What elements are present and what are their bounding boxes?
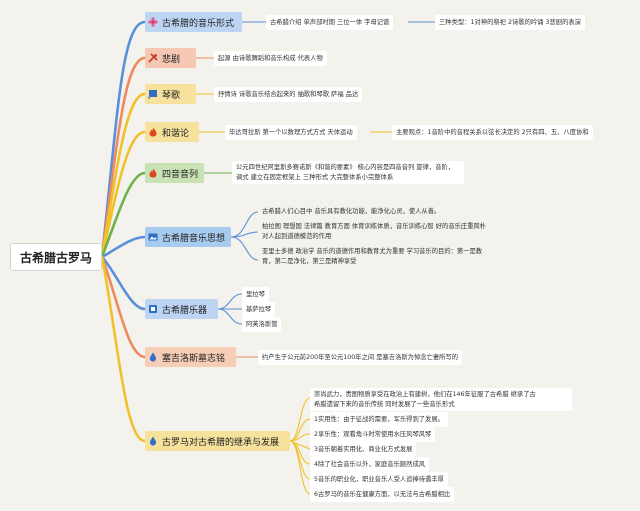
branch-label: 古希腊的音乐形式	[162, 18, 235, 29]
sub-line-6c	[217, 308, 243, 325]
connector-branch-5	[100, 235, 147, 259]
sub-line-8-2	[289, 433, 311, 442]
root-node[interactable]: 古希腊古罗马	[10, 243, 102, 271]
connector-branch-8	[100, 255, 147, 443]
leaf-greek-intro[interactable]: 古希腊介绍 单声部时期 三位一体 字母记谱	[266, 15, 394, 30]
branch-music-forms[interactable]: 古希腊的音乐形式	[145, 12, 242, 32]
flag-icon	[148, 90, 157, 99]
droplet-icon	[150, 352, 156, 362]
leaf-three-types[interactable]: 三种类型：1对神的祭祀 2诗歌的吟诵 3悲剧的表演	[435, 15, 585, 30]
leaf-aristoxenus[interactable]: 公元四世纪阿里斯多赛诺斯《和谐的要素》 核心内容是四音音列 旋律，音阶， 调式 …	[232, 161, 464, 184]
leaf-lyra[interactable]: 里拉琴	[242, 287, 269, 302]
leaf-roman-intro[interactable]: 崇尚武力，贵图物质享受在政治上有建树，他们在146年征服了古希腊 继承了古 希腊…	[310, 388, 572, 411]
flame-icon	[149, 168, 157, 178]
branch-lyre-song[interactable]: 琴歌	[145, 84, 196, 104]
branch-label: 悲剧	[162, 54, 181, 65]
leaf-pythagoras[interactable]: 毕达哥拉斯 第一个以数理方式方式 天体运动	[225, 125, 357, 140]
leaf-epitaph-date[interactable]: 约产生于公元前200年至公元100年之间 是塞吉洛斯为悼念亡妻所写的	[258, 350, 463, 365]
sub-line-5a	[230, 211, 259, 238]
branch-label: 古希腊音乐思想	[162, 233, 226, 244]
leaf-tragedy-origin[interactable]: 起源 由诗歌舞蹈和音乐构成 代表人物	[214, 51, 327, 66]
branch-label: 古罗马对古希腊的继承与发展	[162, 437, 280, 448]
leaf-education-function[interactable]: 古希腊人们心目中 音乐具有教化功能，能净化心灵，使人从善。	[262, 208, 441, 215]
tools-icon	[148, 53, 158, 63]
sub-line-8-6	[289, 440, 311, 495]
leaf-roman-item-2[interactable]: 2享乐性：观看角斗时常使用水压风琴风琴	[310, 427, 436, 442]
branch-tragedy[interactable]: 悲剧	[145, 48, 196, 68]
image-icon	[148, 233, 158, 241]
leaf-line: 育，第二是净化，第三是精神享受	[262, 257, 357, 265]
branch-instruments[interactable]: 古希腊乐器	[145, 299, 218, 319]
branch-seikilos-epitaph[interactable]: 塞吉洛斯墓志铭	[145, 347, 236, 367]
leaf-line: 亚里士多德 政治学 音乐的道德作用和教育尤为重要 学习音乐的目的：第一是教	[262, 248, 483, 255]
leaf-line: 对人起到道德模范的作用	[262, 232, 332, 240]
connector-branch-1	[100, 56, 147, 259]
connector-branch-3	[100, 130, 147, 259]
leaf-aristotle[interactable]: 亚里士多德 政治学 音乐的道德作用和教育尤为重要 学习音乐的目的：第一是教 育，…	[262, 247, 482, 266]
sub-line-8-intro	[289, 397, 311, 442]
branch-label: 古希腊乐器	[162, 305, 208, 316]
leaf-lyric-poetry[interactable]: 抒情诗 诗歌音乐结合起来的 抽歌和琴歌 萨福 品达	[214, 87, 363, 102]
leaf-roman-item-5[interactable]: 5音乐的职业化，职业音乐人受人追捧待遇丰厚	[310, 472, 448, 487]
leaf-kithara[interactable]: 基萨拉琴	[242, 302, 276, 317]
droplet-icon	[150, 436, 156, 446]
branch-label: 四音音列	[162, 169, 199, 180]
leaf-plato[interactable]: 柏拉图 理想国 法律篇 教育方面 体育训练体质，音乐训练心智 好的音乐庄重简朴 …	[262, 222, 486, 241]
leaf-main-views[interactable]: 主要观点：1音阶中的音程关系以弦长决定的 2只有四、五、八度协和	[392, 125, 593, 140]
connector-branch-6	[100, 255, 147, 311]
sub-line-5b	[230, 231, 259, 238]
flame-icon	[149, 127, 157, 137]
flower-icon	[148, 17, 158, 27]
branch-music-thought[interactable]: 古希腊音乐思想	[145, 227, 231, 247]
connector-branch-4	[100, 171, 147, 259]
leaf-line: 崇尚武力，贵图物质享受在政治上有建树，他们在146年征服了古希腊 继承了古	[314, 391, 536, 398]
branch-tetrachord[interactable]: 四音音列	[145, 163, 204, 183]
branch-harmony-theory[interactable]: 和谐论	[145, 122, 199, 142]
leaf-line: 希腊遗留下来的音乐传统 同时发展了一些音乐形式	[314, 400, 455, 408]
branch-roman-inheritance[interactable]: 古罗马对古希腊的继承与发展	[145, 431, 290, 451]
branch-label: 和谐论	[162, 128, 190, 139]
connector-branch-7	[100, 255, 147, 359]
leaf-line: 调式 建立在固定框架上 三种形式 大完整体系小完整体系	[236, 173, 394, 181]
leaf-roman-item-6[interactable]: 6古罗马的音乐在健康方面，以无法与古希腊相比	[310, 487, 455, 502]
leaf-roman-item-1[interactable]: 1实用性：由于征战的需要，军乐得到了发展。	[310, 412, 448, 427]
sub-line-6a	[217, 293, 243, 310]
leaf-line: 公元四世纪阿里斯多赛诺斯《和谐的要素》 核心内容是四音音列 旋律，音阶，	[236, 164, 455, 171]
leaf-roman-item-4[interactable]: 4除了社会音乐以外，家庭音乐颇然成风	[310, 457, 430, 472]
square-icon	[149, 305, 157, 313]
leaf-roman-item-3[interactable]: 3音乐朝着实用化、商业化方式发展	[310, 442, 417, 457]
sub-line-8-5	[289, 440, 311, 480]
branch-label: 琴歌	[162, 90, 181, 101]
leaf-line: 柏拉图 理想国 法律篇 教育方面 体育训练体质，音乐训练心智 好的音乐庄重简朴	[262, 223, 487, 230]
sub-line-5c	[230, 236, 259, 261]
leaf-aulos[interactable]: 阿芙洛斯管	[242, 317, 282, 332]
branch-label: 塞吉洛斯墓志铭	[162, 353, 226, 364]
connector-branch-2	[100, 92, 147, 259]
